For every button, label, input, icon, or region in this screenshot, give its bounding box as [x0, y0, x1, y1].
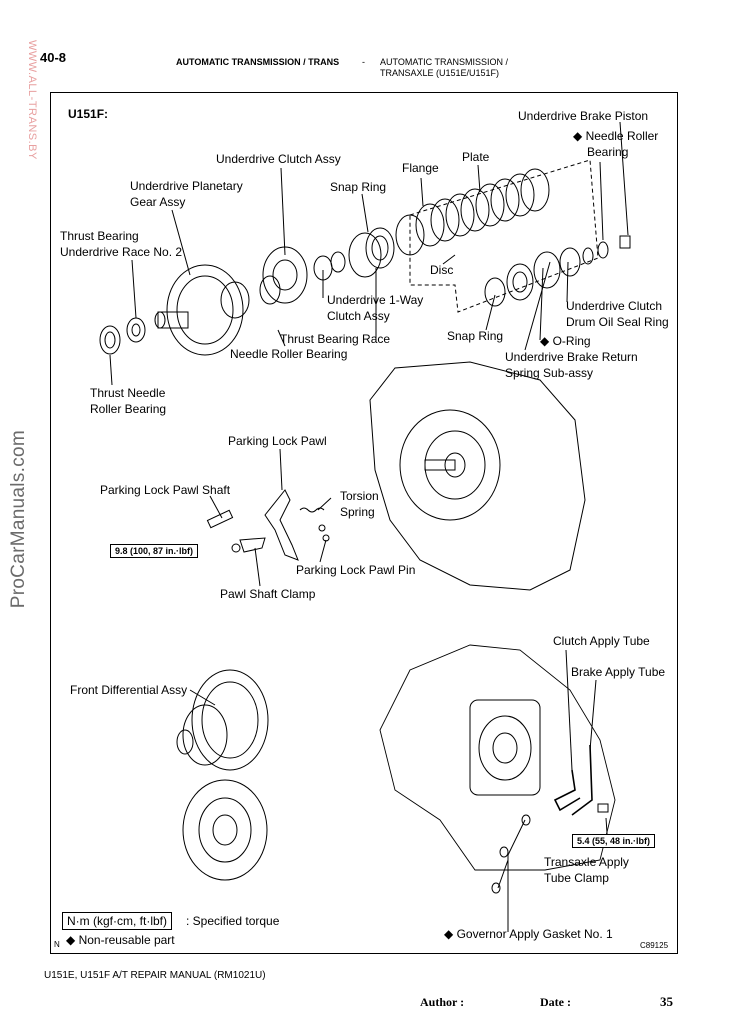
label-underdrive-planetary-gear-line1: Underdrive Planetary — [130, 179, 243, 193]
legend-units-box: N·m (kgf·cm, ft·lbf) — [62, 912, 172, 930]
side-watermark: WWW.ALL-TRANS.BY — [26, 40, 38, 160]
label-thrust-needle-line2: Roller Bearing — [90, 402, 167, 416]
label-underdrive-1way-line1: Underdrive 1-Way — [327, 293, 424, 307]
diamond-icon: ◆ — [444, 927, 454, 941]
label-thrust-bearing-line1: Thrust Bearing — [60, 229, 139, 243]
header-title-left: AUTOMATIC TRANSMISSION / TRANS — [176, 57, 340, 67]
label-thrust-needle-roller-bearing: Thrust Needle Roller Bearing — [90, 385, 166, 417]
label-parking-lock-pawl: Parking Lock Pawl — [228, 434, 327, 448]
parking-lock-parts-drawing — [206, 489, 330, 561]
label-governor-apply-gasket: ◆ Governor Apply Gasket No. 1 — [444, 926, 613, 942]
clutch-assy-drawing — [259, 246, 308, 305]
figure-frame — [50, 92, 678, 954]
label-torsion-spring: Torsion Spring — [340, 488, 379, 520]
label-torsion-spring-line2: Spring — [340, 505, 375, 519]
diamond-icon: ◆ — [66, 933, 76, 947]
clutch-plate-stack — [415, 168, 550, 247]
label-disc: Disc — [430, 263, 454, 277]
label-underdrive-race-2: Underdrive Race No. 2 — [60, 245, 183, 259]
label-ud-clutch-drum-seal: Underdrive Clutch Drum Oil Seal Ring — [566, 298, 669, 330]
legend-units-text: : Specified torque — [186, 914, 280, 928]
label-governor-apply-gasket-text: Governor Apply Gasket No. 1 — [456, 927, 613, 941]
label-plate: Plate — [462, 150, 490, 164]
lower-case-drawing — [379, 644, 616, 871]
leader-lines — [109, 121, 629, 932]
label-thrust-bearing-race: Thrust Bearing Race — [280, 332, 391, 346]
header-title-right: AUTOMATIC TRANSMISSION / TRANSAXLE (U151… — [380, 57, 508, 79]
label-snap-ring-top: Snap Ring — [330, 180, 387, 194]
label-o-ring-text: O-Ring — [552, 334, 591, 348]
footer-manual-title: U151E, U151F A/T REPAIR MANUAL (RM1021U) — [44, 970, 266, 981]
label-underdrive-planetary-gear-line2: Gear Assy — [130, 195, 186, 209]
label-clutch-apply-tube: Clutch Apply Tube — [553, 634, 650, 648]
page-section-number: 40-8 — [40, 50, 67, 65]
label-transaxle-apply-tube-clamp: Transaxle Apply Tube Clamp — [544, 854, 629, 886]
front-differential-drawing — [176, 669, 269, 881]
header-title-right-line2: TRANSAXLE (U151E/U151F) — [380, 68, 500, 78]
label-transaxle-apply-line1: Transaxle Apply — [544, 855, 629, 869]
label-transaxle-apply-line2: Tube Clamp — [544, 871, 609, 885]
diamond-icon: ◆ — [573, 129, 583, 143]
figure-code: C89125 — [640, 941, 669, 950]
label-needle-roller-bearing-line1: Needle Roller — [585, 129, 659, 143]
footer-date: Date : — [540, 995, 571, 1009]
label-needle-roller-bearing-line2: Bearing — [587, 145, 629, 159]
dashed-assembly-outline — [409, 159, 599, 313]
diamond-icon: ◆ — [540, 334, 550, 348]
label-parking-lock-pawl-pin: Parking Lock Pawl Pin — [296, 563, 416, 577]
torque-spec-tube-clamp: 5.4 (55, 48 in.·lbf) — [572, 834, 656, 848]
label-underdrive-brake-piston: Underdrive Brake Piston — [518, 109, 649, 123]
transaxle-case-drawing — [369, 361, 586, 591]
label-underdrive-planetary-gear: Underdrive Planetary Gear Assy — [130, 178, 243, 210]
label-needle-roller-bearing-mid: Needle Roller Bearing — [230, 347, 348, 361]
label-ud-brake-return-line2: Spring Sub-assy — [505, 366, 594, 380]
label-thrust-bearing: Thrust Bearing Underdrive Race No. 2 — [60, 228, 182, 260]
legend-nonreusable-text: Non-reusable part — [78, 933, 175, 947]
label-brake-apply-tube: Brake Apply Tube — [571, 665, 666, 679]
label-underdrive-1way-clutch: Underdrive 1-Way Clutch Assy — [327, 292, 423, 324]
label-needle-roller-bearing: ◆ Needle Roller Bearing — [573, 128, 658, 160]
label-underdrive-1way-line2: Clutch Assy — [327, 309, 390, 323]
label-underdrive-clutch-assy: Underdrive Clutch Assy — [216, 152, 341, 166]
label-ud-clutch-drum-seal-line1: Underdrive Clutch — [566, 299, 663, 313]
footer-author: Author : — [420, 995, 465, 1009]
label-ud-brake-return-spring: Underdrive Brake Return Spring Sub-assy — [505, 349, 638, 381]
corner-n-mark: N — [54, 940, 60, 949]
torque-spec-pawl-shaft-clamp: 9.8 (100, 87 in.·lbf) — [110, 544, 199, 558]
label-thrust-needle-line1: Thrust Needle — [90, 386, 166, 400]
header-dash: - — [362, 57, 365, 67]
label-pawl-shaft-clamp: Pawl Shaft Clamp — [220, 587, 316, 601]
figure-model-label: U151F: — [68, 107, 109, 121]
label-o-ring: ◆ O-Ring — [540, 333, 591, 349]
label-torsion-spring-line1: Torsion — [340, 489, 379, 503]
label-snap-ring-mid: Snap Ring — [447, 329, 504, 343]
footer-page-number: 35 — [660, 994, 673, 1009]
label-ud-brake-return-line1: Underdrive Brake Return — [505, 350, 638, 364]
label-flange: Flange — [402, 161, 439, 175]
legend-nonreusable: ◆ Non-reusable part — [66, 932, 175, 948]
header-title-right-line1: AUTOMATIC TRANSMISSION / — [380, 57, 509, 67]
label-ud-clutch-drum-seal-line2: Drum Oil Seal Ring — [566, 315, 669, 329]
label-front-differential-assy: Front Differential Assy — [70, 683, 188, 697]
label-parking-lock-pawl-shaft: Parking Lock Pawl Shaft — [100, 483, 231, 497]
planetary-gear-drawing — [154, 264, 250, 356]
